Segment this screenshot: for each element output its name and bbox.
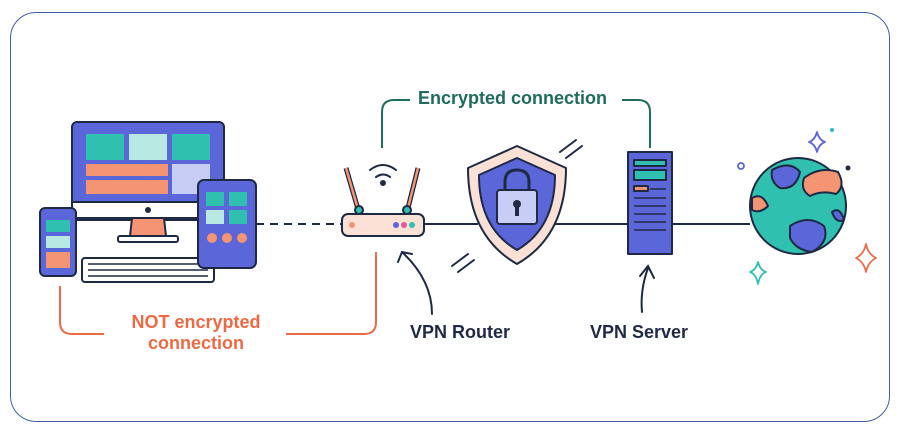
- vpn-router-label: VPN Router: [410, 322, 511, 342]
- devices-icon: [39, 121, 257, 283]
- vpn-server-label: VPN Server: [590, 322, 689, 342]
- not-encrypted-connection-label: NOT encrypted connection: [131, 312, 261, 353]
- encrypted-bracket: [381, 99, 651, 148]
- globe-icon: [749, 157, 847, 255]
- sparkle-icon: [737, 128, 877, 285]
- router-icon: [341, 167, 425, 237]
- motion-lines-icon: [451, 139, 583, 273]
- wifi-icon: [369, 164, 397, 186]
- router-pointer-arrow: [397, 250, 433, 315]
- shield-lock-icon: [467, 145, 567, 265]
- server-icon: [627, 151, 673, 255]
- not-encrypted-bracket: [59, 252, 377, 335]
- server-pointer-arrow: [639, 264, 655, 313]
- encrypted-connection-label: Encrypted connection: [418, 88, 608, 108]
